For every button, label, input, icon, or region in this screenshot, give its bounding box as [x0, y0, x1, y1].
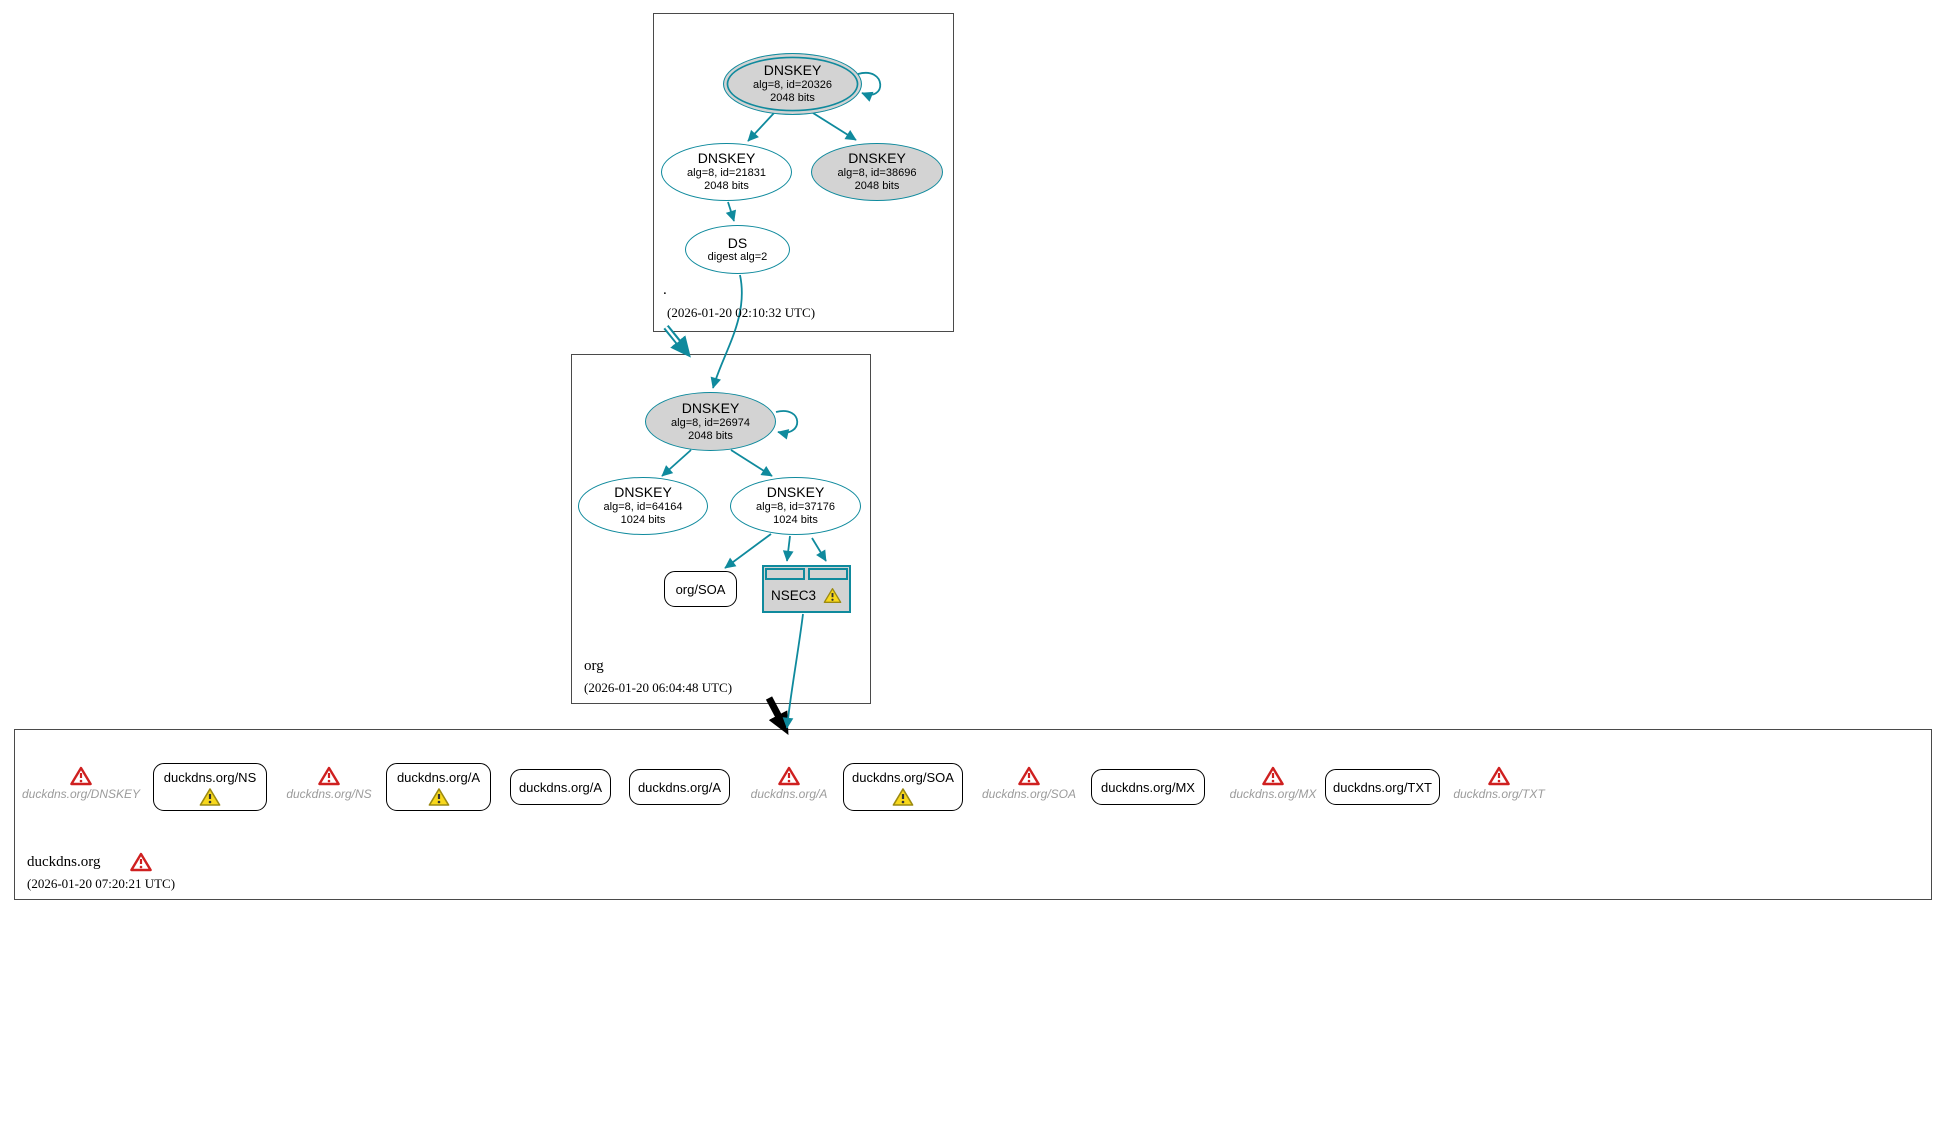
rrset-node-a: duckdns.org/A [510, 769, 611, 805]
org-zsk-37176-node: DNSKEY alg=8, id=37176 1024 bits [730, 477, 861, 535]
rrset-label: org/SOA [675, 581, 726, 597]
warning-icon-red [130, 852, 153, 872]
node-title: DNSKEY [848, 150, 906, 167]
root-zone-label: . [663, 282, 667, 298]
rrset-label: duckdns.org/NS [163, 770, 257, 785]
warning-icon-yellow [892, 788, 914, 806]
node-title: DNSKEY [697, 150, 756, 167]
node-detail: 2048 bits [854, 180, 900, 193]
warning-icon-yellow [428, 788, 449, 806]
node-title: DS [727, 234, 748, 251]
rrset-node-a: duckdns.org/A [629, 769, 730, 805]
rrset-label: duckdns.org/DNSKEY [21, 787, 141, 801]
duckdns-zone-box [14, 729, 1932, 900]
warning-icon-yellow [199, 788, 221, 806]
org-nsec3-node: NSEC3 [762, 565, 851, 613]
rrset-missing-ns: duckdns.org/NS [286, 766, 372, 801]
node-detail: 1024 bits [773, 514, 818, 527]
rrset-missing-soa: duckdns.org/SOA [981, 766, 1077, 801]
delegation-arrows [663, 324, 789, 735]
node-detail: alg=8, id=21831 [687, 167, 766, 180]
root-zone-timestamp: (2026-01-20 02:10:32 UTC) [667, 305, 816, 320]
node-title: DNSKEY [766, 484, 825, 501]
rrset-label: duckdns.org/MX [1101, 779, 1195, 795]
root-zone-box [653, 13, 954, 332]
nsec3-tabs [764, 567, 849, 580]
node-detail: digest alg=2 [707, 251, 768, 264]
node-title: DNSKEY [614, 484, 672, 501]
warning-icon-red [318, 766, 340, 786]
rrset-missing-a: duckdns.org/A [750, 766, 828, 801]
node-detail: alg=8, id=20326 [753, 79, 832, 92]
nsec3-tab [765, 568, 805, 580]
rrset-node-soa: duckdns.org/SOA [843, 763, 963, 811]
rrset-missing-txt: duckdns.org/TXT [1453, 766, 1545, 801]
node-detail: alg=8, id=26974 [671, 416, 750, 429]
warning-icon-red [778, 766, 800, 786]
node-detail: alg=8, id=64164 [603, 501, 683, 514]
nsec3-label: NSEC3 [770, 588, 816, 603]
node-detail: 1024 bits [620, 514, 666, 527]
org-zone-timestamp: (2026-01-20 06:04:48 UTC) [584, 680, 733, 695]
rrset-node-a: duckdns.org/A [386, 763, 491, 811]
duckdns-zone-label-row: duckdns.org [27, 852, 153, 872]
rrset-label: duckdns.org/NS [286, 787, 372, 801]
duckdns-zone-label: duckdns.org [27, 853, 101, 870]
rrset-missing-mx: duckdns.org/MX [1230, 766, 1316, 801]
warning-icon-red [70, 766, 92, 786]
rrset-node-mx: duckdns.org/MX [1091, 769, 1205, 805]
rrset-label: duckdns.org/TXT [1453, 787, 1545, 801]
root-zsk-dnskey-node: DNSKEY alg=8, id=21831 2048 bits [661, 143, 792, 201]
node-detail: 2048 bits [770, 92, 815, 105]
rrset-label: duckdns.org/A [750, 787, 828, 801]
rrset-node-txt: duckdns.org/TXT [1325, 769, 1440, 805]
node-detail: 2048 bits [688, 429, 733, 442]
org-zone-label: org [584, 658, 604, 674]
root-ksk-dnskey-node: DNSKEY alg=8, id=20326 2048 bits [723, 53, 862, 115]
org-zone-box [571, 354, 871, 704]
duckdns-zone-timestamp: (2026-01-20 07:20:21 UTC) [27, 876, 176, 891]
rrset-label: duckdns.org/A [637, 779, 722, 795]
warning-icon-red [1262, 766, 1284, 786]
root-dnskey-38696-node: DNSKEY alg=8, id=38696 2048 bits [811, 143, 943, 201]
rrset-label: duckdns.org/SOA [852, 770, 954, 785]
node-detail: 2048 bits [704, 180, 749, 193]
warning-icon-red [1488, 766, 1510, 786]
warning-icon-yellow [823, 588, 842, 603]
node-title: DNSKEY [763, 62, 822, 79]
org-ds-node: DS digest alg=2 [685, 225, 790, 274]
org-soa-node: org/SOA [664, 571, 737, 607]
org-ksk-dnskey-node: DNSKEY alg=8, id=26974 2048 bits [645, 392, 776, 451]
rrset-label: duckdns.org/A [518, 779, 603, 795]
rrset-label: duckdns.org/SOA [981, 787, 1077, 801]
rrset-label: duckdns.org/MX [1229, 787, 1317, 801]
node-title: DNSKEY [681, 399, 740, 416]
nsec3-tab [808, 568, 848, 580]
rrset-missing-dnskey: duckdns.org/DNSKEY [21, 766, 141, 801]
signing-edges [661, 71, 882, 729]
node-detail: alg=8, id=37176 [756, 501, 835, 514]
warning-icon-red [1018, 766, 1040, 786]
node-detail: alg=8, id=38696 [837, 167, 917, 180]
rrset-node-ns: duckdns.org/NS [153, 763, 267, 811]
rrset-label: duckdns.org/A [396, 770, 481, 785]
rrset-label: duckdns.org/TXT [1333, 779, 1432, 795]
org-zsk-64164-node: DNSKEY alg=8, id=64164 1024 bits [578, 477, 708, 535]
